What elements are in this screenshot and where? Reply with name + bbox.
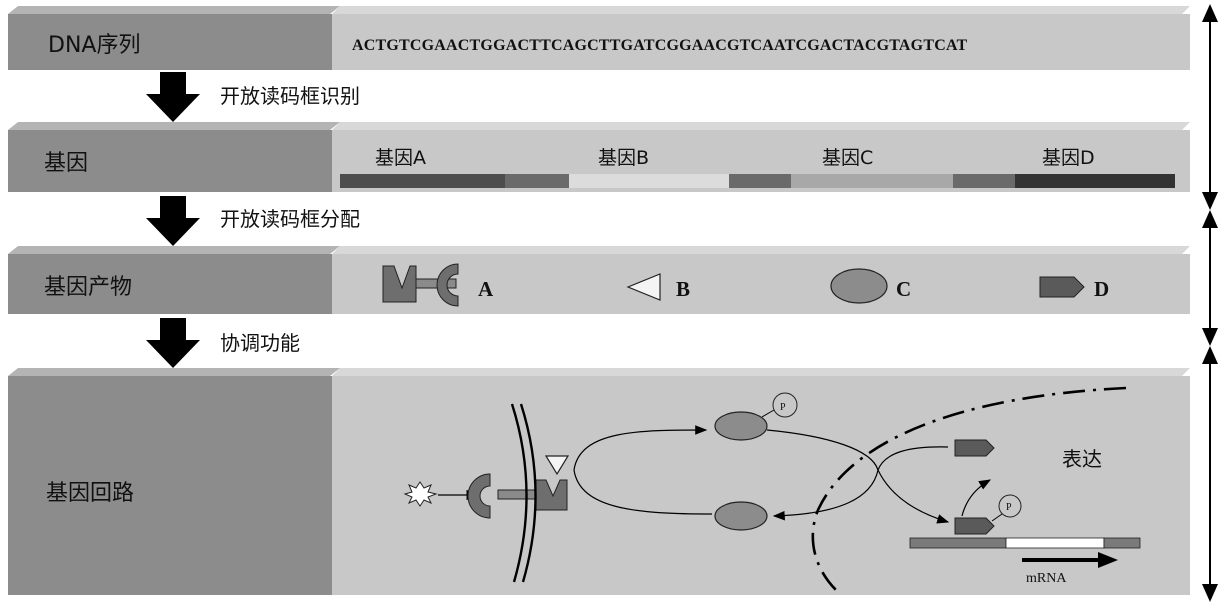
row-gene-circuit: 基因回路 P P 表达 xyxy=(8,368,1190,595)
gene-bar-spacer xyxy=(729,174,791,188)
nucleus-boundary xyxy=(811,386,1127,591)
phosphate-label: P xyxy=(780,402,786,413)
row-genes: 基因 基因A 基因B 基因C 基因D xyxy=(8,122,1190,192)
products-row-label: 基因产物 xyxy=(44,275,132,300)
phosphate-label: P xyxy=(1006,502,1012,513)
circuit-content-panel xyxy=(332,376,1190,595)
product-b-triangle-icon xyxy=(626,273,661,301)
gene-bar-segment-a xyxy=(340,174,505,188)
step-arrow-3: 协调功能 xyxy=(146,318,300,368)
circuit-row-label: 基因回路 xyxy=(46,481,134,506)
arrow-down-icon xyxy=(1202,328,1218,346)
dna-strand-left xyxy=(909,537,1007,549)
down-arrow-icon xyxy=(146,196,200,246)
arrow-up-icon xyxy=(1202,4,1218,22)
product-a-receptor-icon xyxy=(382,263,459,307)
protein-c-icon xyxy=(714,501,768,531)
phosphate-group-icon xyxy=(772,392,798,418)
membrane-receptor-icon xyxy=(467,473,491,519)
products-label-panel xyxy=(8,254,332,314)
product-d-tag-icon xyxy=(954,439,995,457)
step-coordinated-function: 协调功能 xyxy=(220,331,300,355)
gene-bar-segment-d xyxy=(1015,174,1175,188)
pathway-line-right xyxy=(766,429,879,471)
cell-membrane xyxy=(510,403,528,583)
row-gene-products: 基因产物 A B C D xyxy=(8,246,1190,314)
product-d-tag-icon xyxy=(1039,276,1085,298)
gene-label-b: 基因B xyxy=(598,147,649,169)
pathway-arrow-up xyxy=(573,425,708,471)
gene-bar-segment-c xyxy=(791,174,953,188)
product-b-label: B xyxy=(676,277,690,301)
phospho-link xyxy=(991,513,1003,522)
product-a-label: A xyxy=(478,277,494,301)
step-orf-assignment: 开放读码框分配 xyxy=(220,207,360,231)
gene-bar-spacer xyxy=(953,174,1015,188)
ligand-triangle-icon xyxy=(544,455,570,476)
arrow-up-icon xyxy=(1202,346,1218,364)
down-arrow-icon xyxy=(146,318,200,368)
expression-branch-up xyxy=(877,446,949,471)
arrow-up-icon xyxy=(1202,210,1218,228)
phosphate-group-icon xyxy=(998,494,1022,518)
step-orf-recognition: 开放读码框识别 xyxy=(220,84,360,108)
circuit-label-panel xyxy=(8,376,332,595)
down-arrow-icon xyxy=(146,72,200,122)
gene-bar-spacer xyxy=(505,174,569,188)
signal-starburst-icon xyxy=(403,481,438,507)
dna-label-panel xyxy=(8,14,332,70)
dna-strand-right xyxy=(1103,537,1141,549)
expression-branch-down xyxy=(877,469,950,524)
gene-label-c: 基因C xyxy=(822,147,873,169)
genes-row-label: 基因 xyxy=(44,151,88,176)
phospho-link xyxy=(761,409,775,418)
product-c-label: C xyxy=(896,277,911,301)
pathway-arrow-back xyxy=(772,469,879,521)
step-arrow-1: 开放读码框识别 xyxy=(146,72,360,122)
product-d-label: D xyxy=(1094,277,1109,301)
target-gene-segment xyxy=(1005,537,1105,549)
expression-label: 表达 xyxy=(1062,447,1102,471)
product-c-ellipse-icon xyxy=(830,268,888,304)
scale-arrows xyxy=(1202,4,1218,602)
mrna-label: mRNA xyxy=(1026,571,1067,586)
gene-label-a: 基因A xyxy=(375,147,426,169)
pathway-line-down xyxy=(573,469,713,515)
arrow-down-icon xyxy=(1202,584,1218,602)
dna-sequence: ACTGTCGAACTGGACTTCAGCTTGATCGGAACGTCAATCG… xyxy=(352,37,968,54)
gene-label-d: 基因D xyxy=(1042,147,1095,169)
row-dna: DNA序列 ACTGTCGAACTGGACTTCAGCTTGATCGGAACGT… xyxy=(8,6,1190,70)
receptor-kinase-icon xyxy=(535,479,568,511)
product-d-tag-icon xyxy=(954,517,995,535)
step-arrow-2: 开放读码框分配 xyxy=(146,196,360,246)
transcription-arrowhead-icon xyxy=(1098,552,1118,568)
gene-bar xyxy=(340,174,1175,188)
dna-row-label: DNA序列 xyxy=(48,33,140,58)
genes-label-panel xyxy=(8,130,332,192)
cell-membrane xyxy=(519,403,537,583)
dna-content-panel xyxy=(332,14,1190,70)
protein-c-phosphorylated-icon xyxy=(714,411,768,441)
gene-bar-segment-b xyxy=(569,174,729,188)
arrow-down-icon xyxy=(1202,192,1218,210)
activation-arrow xyxy=(961,479,992,517)
receptor-linker xyxy=(497,489,539,500)
